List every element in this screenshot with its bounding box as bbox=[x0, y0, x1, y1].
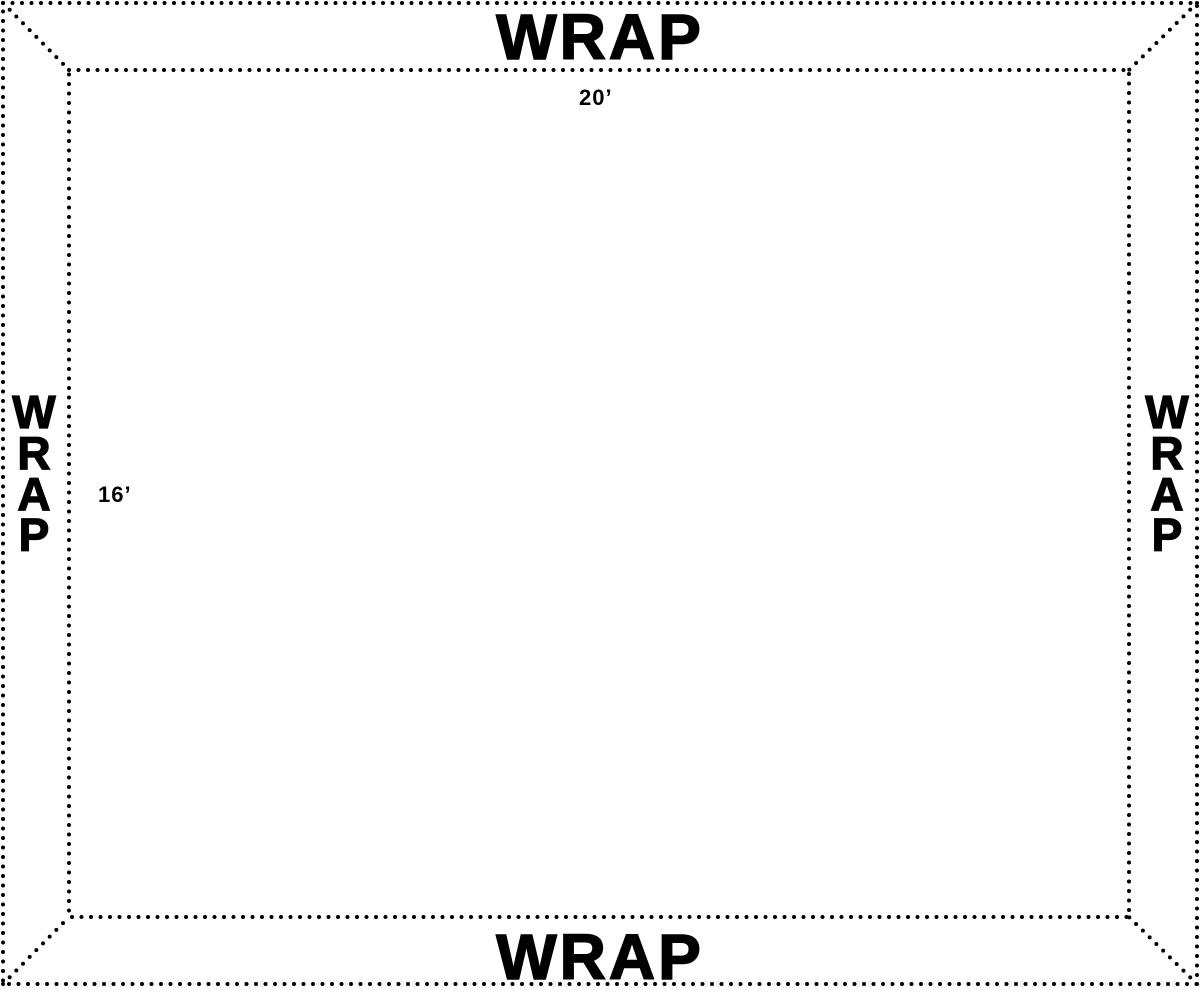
wrap-letter: W bbox=[12, 386, 57, 438]
corner-line-bottom-right bbox=[1127, 915, 1199, 986]
width-dimension-label: 20’ bbox=[579, 85, 613, 110]
wrap-letter: A bbox=[17, 468, 52, 520]
corner-line-top-right bbox=[1127, 1, 1199, 72]
corner-line-top-left bbox=[1, 1, 71, 72]
wrap-letter: W bbox=[1145, 386, 1190, 438]
height-dimension-label: 16’ bbox=[98, 482, 132, 507]
corner-line-bottom-left bbox=[1, 915, 71, 986]
wrap-letter: R bbox=[1150, 427, 1185, 479]
wrap-label-bottom: WRAP bbox=[495, 921, 704, 993]
wrap-letter: R bbox=[17, 427, 52, 479]
wrap-letter: P bbox=[18, 509, 50, 561]
wrap-letter: A bbox=[1150, 468, 1185, 520]
wrap-letter: P bbox=[1151, 509, 1183, 561]
wrap-label-top: WRAP bbox=[495, 1, 704, 73]
inner-panel-border bbox=[67, 68, 1131, 919]
